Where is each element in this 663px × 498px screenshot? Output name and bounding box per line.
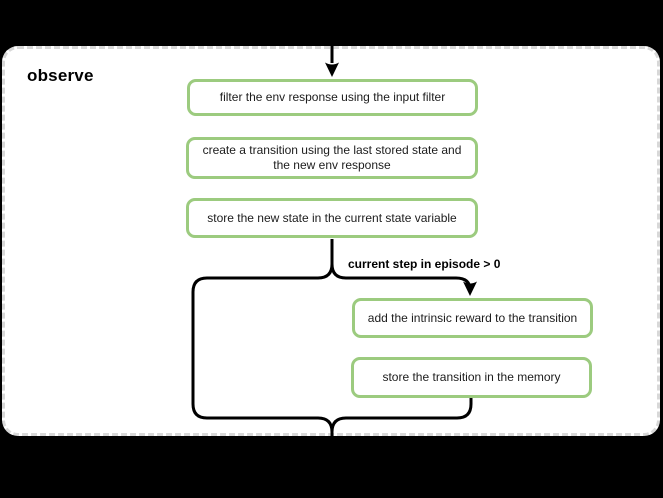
node-label: store the new state in the current state… <box>207 210 457 225</box>
node-add-intrinsic-reward: add the intrinsic reward to the transiti… <box>352 298 593 338</box>
node-label: store the transition in the memory <box>382 370 561 384</box>
node-store-transition-memory: store the transition in the memory <box>351 357 592 398</box>
condition-label: current step in episode > 0 <box>348 257 501 271</box>
node-store-new-state: store the new state in the current state… <box>186 198 478 238</box>
group-title: observe <box>27 66 94 85</box>
node-label: add the intrinsic reward to the transiti… <box>367 310 578 325</box>
node-label: create a transition using the last store… <box>202 143 462 172</box>
node-label: filter the env response using the input … <box>219 90 446 104</box>
node-filter-env-response: filter the env response using the input … <box>187 79 478 116</box>
node-create-transition: create a transition using the last store… <box>186 137 478 179</box>
